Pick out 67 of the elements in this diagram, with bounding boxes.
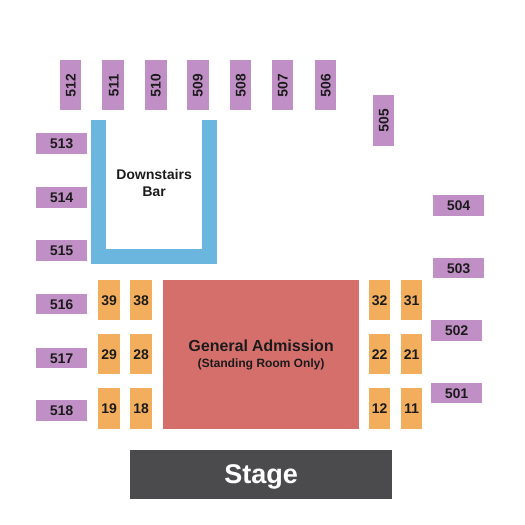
section-box	[60, 60, 81, 110]
section-box	[230, 60, 251, 110]
area-label: Downstairs Bar	[115, 166, 193, 199]
section-number: 507	[274, 73, 291, 97]
section-box	[130, 280, 152, 320]
stage-area	[130, 450, 392, 499]
section-box	[130, 334, 152, 374]
section-number: 502	[444, 322, 468, 339]
section-box	[272, 60, 293, 110]
section-number: 518	[50, 402, 74, 419]
section-number: 516	[50, 296, 74, 312]
section-number: 22	[372, 346, 388, 362]
area-label: Stage	[224, 458, 298, 490]
section-box	[401, 280, 422, 320]
section-box	[373, 95, 394, 146]
section-box	[36, 133, 87, 154]
section-number: 509	[190, 73, 206, 97]
section-number: 504	[446, 197, 470, 214]
section-number: 510	[148, 73, 164, 97]
section-number: 506	[317, 73, 334, 97]
section-number: 11	[404, 400, 419, 417]
section-box	[98, 388, 120, 429]
section-number: 512	[62, 73, 79, 97]
section-box	[145, 60, 167, 110]
section-number: 501	[444, 384, 468, 402]
section-box	[36, 294, 87, 314]
section-number: 514	[50, 189, 74, 206]
area-label: General Admission	[188, 338, 334, 357]
section-number: 18	[133, 400, 149, 417]
section-box	[433, 195, 484, 216]
section-box	[369, 334, 390, 374]
section-box	[433, 258, 484, 278]
section-box	[369, 280, 390, 320]
section-box	[401, 388, 422, 429]
section-number: 29	[101, 346, 117, 362]
section-box	[98, 280, 120, 320]
section-number: 19	[101, 400, 117, 417]
section-box	[401, 334, 422, 374]
section-number: 12	[372, 400, 388, 417]
section-box	[98, 334, 120, 374]
general-admission-area	[163, 280, 359, 429]
bar-area	[91, 120, 217, 264]
section-number: 511	[104, 74, 122, 96]
section-number: 31	[404, 292, 420, 308]
area-label: (Standing Room Only)	[198, 356, 324, 371]
section-box	[431, 383, 482, 403]
section-number: 28	[133, 346, 149, 362]
section-number: 38	[133, 292, 149, 308]
section-number: 515	[50, 242, 74, 259]
section-number: 32	[372, 292, 388, 308]
section-box	[36, 400, 87, 421]
section-number: 513	[50, 135, 74, 152]
section-box	[36, 348, 87, 368]
section-number: 21	[404, 346, 420, 362]
section-number: 39	[101, 292, 117, 308]
section-box	[369, 388, 390, 429]
section-box	[36, 240, 87, 261]
section-number: 508	[232, 73, 249, 97]
section-box	[187, 60, 209, 110]
section-box	[431, 320, 482, 341]
section-box	[102, 60, 124, 110]
section-box	[315, 60, 336, 110]
section-number: 503	[446, 260, 470, 276]
section-box	[130, 388, 152, 429]
section-number: 517	[50, 350, 74, 366]
section-number: 505	[375, 108, 392, 132]
section-box	[36, 187, 87, 208]
